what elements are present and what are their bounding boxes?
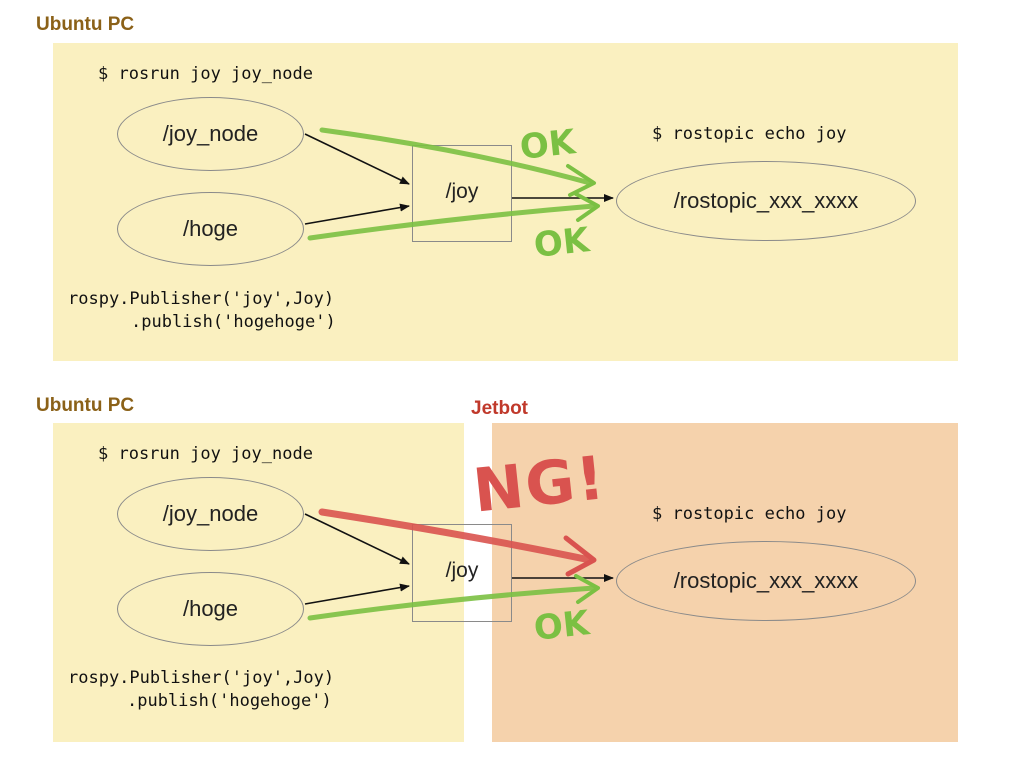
top-node-joy-node: /joy_node: [117, 97, 304, 171]
bottom-node-hoge: /hoge: [117, 572, 304, 646]
top-cmd-rosrun: $ rosrun joy joy_node: [98, 64, 313, 84]
bottom-cmd-rostopic-echo: $ rostopic echo joy: [652, 504, 847, 524]
top-publisher-line1: rospy.Publisher('joy',Joy): [68, 289, 335, 309]
top-node-joy-node-label: /joy_node: [162, 121, 259, 146]
bottom-ok-label: OK: [532, 603, 592, 649]
bottom-node-joy-node: /joy_node: [117, 477, 304, 551]
bottom-cmd-rosrun: $ rosrun joy joy_node: [98, 444, 313, 464]
top-publisher-line2: .publish('hogehoge'): [131, 312, 336, 332]
bottom-publisher-line2: .publish('hogehoge'): [127, 691, 332, 711]
bottom-ng-label: NG!: [470, 443, 610, 527]
bottom-ubuntu-label: Ubuntu PC: [36, 395, 135, 416]
bottom-node-rostopic: /rostopic_xxx_xxxx: [616, 541, 916, 621]
top-topic-joy-label: /joy: [445, 179, 479, 203]
top-ubuntu-label: Ubuntu PC: [36, 14, 135, 35]
top-cmd-rostopic-echo: $ rostopic echo joy: [652, 124, 847, 144]
bottom-publisher-line1: rospy.Publisher('joy',Joy): [68, 668, 335, 688]
bottom-topic-joy: /joy: [412, 524, 512, 622]
top-topic-joy: /joy: [412, 145, 512, 242]
top-node-rostopic-label: /rostopic_xxx_xxxx: [673, 188, 859, 213]
top-node-hoge-label: /hoge: [182, 216, 239, 241]
bottom-node-rostopic-label: /rostopic_xxx_xxxx: [673, 568, 859, 593]
bottom-jetbot-label: Jetbot: [471, 398, 528, 419]
bottom-node-hoge-label: /hoge: [182, 596, 239, 621]
bottom-topic-joy-label: /joy: [445, 559, 479, 582]
top-node-rostopic: /rostopic_xxx_xxxx: [616, 161, 916, 241]
top-node-hoge: /hoge: [117, 192, 304, 266]
top-ok-lower: OK: [532, 220, 592, 266]
bottom-node-joy-node-label: /joy_node: [162, 501, 259, 526]
top-ok-upper: OK: [518, 122, 578, 168]
